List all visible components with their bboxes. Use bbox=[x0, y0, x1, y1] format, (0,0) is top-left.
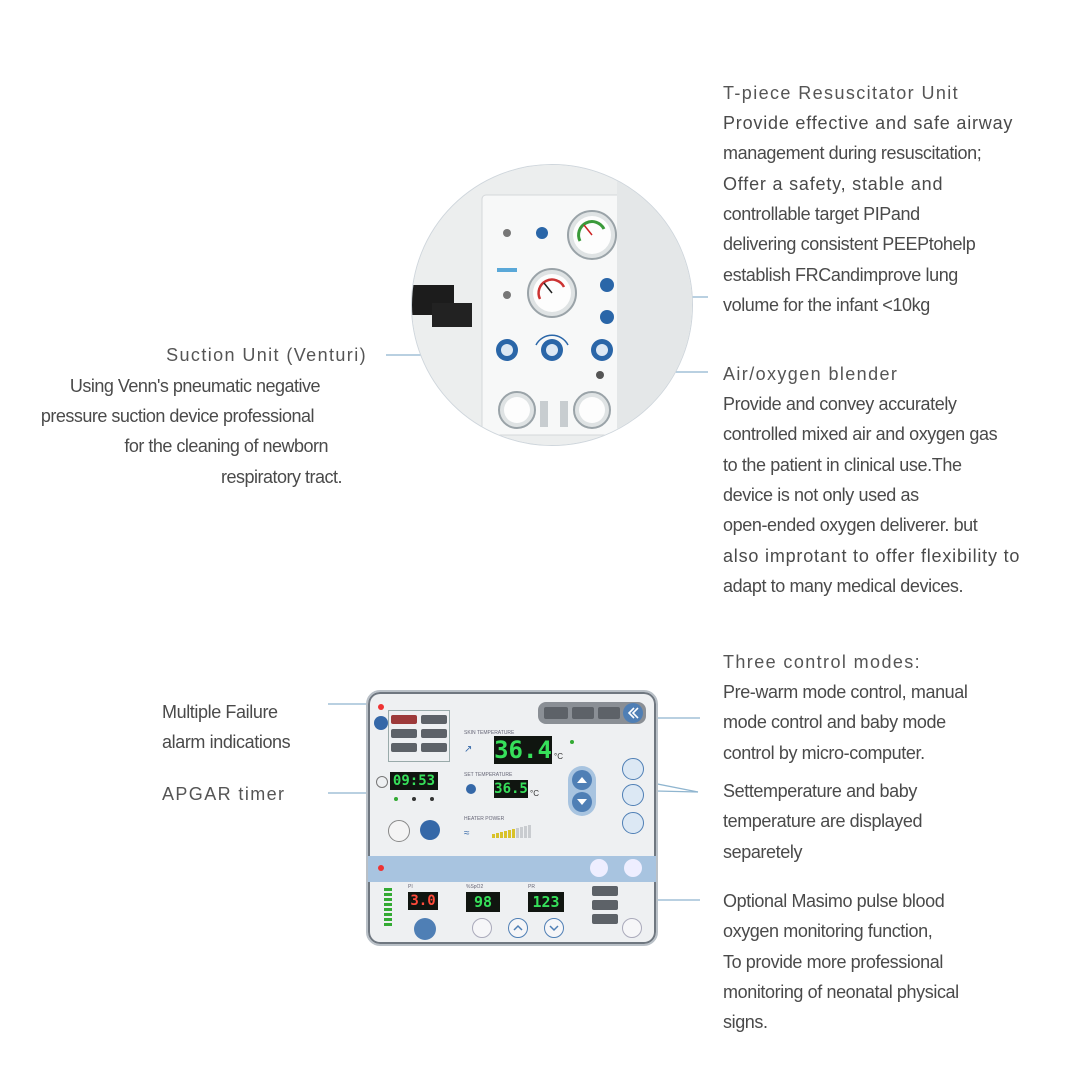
timer-start-button[interactable] bbox=[420, 820, 440, 840]
heater-icon: ≈ bbox=[464, 828, 470, 839]
temp-adjust-pad bbox=[568, 766, 596, 816]
heater-power-segment bbox=[504, 831, 507, 838]
modes-line-2: mode control and baby mode bbox=[723, 712, 946, 732]
tpiece-heading: T-piece Resuscitator Unit bbox=[723, 83, 960, 103]
suction-line-3: for the cleaning of newborn bbox=[124, 436, 328, 456]
alarm-led bbox=[378, 704, 384, 710]
spo2-power-button[interactable] bbox=[414, 918, 436, 940]
tpiece-line-4: controllable target PIPand bbox=[723, 204, 920, 224]
modes-heading: Three control modes: bbox=[723, 652, 922, 672]
spo2-menu-button[interactable] bbox=[622, 918, 642, 938]
spo2-alarm-icon[interactable] bbox=[590, 859, 608, 877]
modes-line-1: Pre-warm mode control, manual bbox=[723, 682, 968, 702]
suction-line-4: respiratory tract. bbox=[220, 467, 343, 487]
resuscitator-illustration bbox=[412, 165, 692, 445]
heater-power-segment bbox=[516, 828, 519, 838]
tpiece-line-7: volume for the infant <10kg bbox=[723, 295, 930, 315]
alarm-line-1: Multiple Failure bbox=[162, 702, 278, 722]
blender-line-4: device is not only used as bbox=[723, 485, 919, 505]
blender-line-5: open-ended oxygen deliverer. but bbox=[723, 515, 978, 535]
tpiece-line-3: Offer a safety, stable and bbox=[723, 174, 944, 194]
signal-strength-bar bbox=[384, 888, 392, 928]
spo2-header-band bbox=[368, 856, 656, 882]
prewarm-mode-button[interactable] bbox=[544, 707, 568, 719]
spo2-up-button[interactable] bbox=[508, 918, 528, 938]
alarm-indicator-box bbox=[388, 710, 450, 762]
tpiece-line-5: delivering consistent PEEPtohelp bbox=[723, 234, 976, 254]
spo2-mode-button[interactable] bbox=[592, 886, 618, 896]
blender-heading: Air/oxygen blender bbox=[723, 364, 899, 384]
spo2-settings-icon[interactable] bbox=[624, 859, 642, 877]
suction-line-2: pressure suction device professional bbox=[40, 406, 315, 426]
set-temp-icon bbox=[466, 784, 476, 794]
heater-power-segment bbox=[500, 832, 503, 838]
suction-line-1: Using Venn's pneumatic negative bbox=[69, 376, 321, 396]
skin-temp-unit: °C bbox=[554, 752, 563, 761]
blender-line-1: Provide and convey accurately bbox=[723, 394, 957, 414]
heater-power-segment bbox=[492, 834, 495, 838]
lock-icon[interactable] bbox=[622, 812, 644, 834]
apgar-timer-display: 09:53 bbox=[390, 772, 438, 790]
manual-mode-button[interactable] bbox=[572, 707, 594, 719]
temperature-line-3: separetely bbox=[723, 842, 803, 862]
heater-power-bar bbox=[492, 825, 532, 838]
blender-line-7: adapt to many medical devices. bbox=[723, 576, 964, 596]
heater-power-segment bbox=[508, 830, 511, 838]
spo2-down-button[interactable] bbox=[544, 918, 564, 938]
masimo-line-1: Optional Masimo pulse blood bbox=[723, 891, 945, 911]
masimo-line-2: oxygen monitoring function, bbox=[723, 921, 933, 941]
masimo-line-5: signs. bbox=[723, 1012, 768, 1032]
alarm-mute-icon[interactable] bbox=[374, 716, 388, 730]
temp-down-button[interactable] bbox=[572, 792, 592, 812]
set-temp-unit: °C bbox=[530, 789, 539, 798]
pi-display: 3.0 bbox=[408, 892, 438, 910]
sensitivity-button[interactable] bbox=[592, 914, 618, 924]
resuscitator-photo bbox=[411, 164, 693, 446]
collapse-icon[interactable] bbox=[623, 703, 643, 723]
control-panel: 09:53 SKIN TEMPERATURE ↗ 36.4 °C SET TEM… bbox=[366, 690, 658, 946]
heater-power-segment bbox=[512, 829, 515, 838]
skin-temperature-display: 36.4 bbox=[494, 736, 552, 764]
suction-heading: Suction Unit (Venturi) bbox=[166, 345, 367, 365]
heater-power-segment bbox=[496, 833, 499, 838]
alarm-settings-icon[interactable] bbox=[622, 758, 644, 780]
blender-line-2: controlled mixed air and oxygen gas bbox=[723, 424, 998, 444]
alarm-line-2: alarm indications bbox=[162, 732, 291, 752]
spo2-display: 98 bbox=[466, 892, 500, 912]
heater-power-segment bbox=[524, 826, 527, 838]
timer-mode-button[interactable] bbox=[388, 820, 410, 842]
pr-display: 123 bbox=[528, 892, 564, 912]
heater-power-segment bbox=[520, 827, 523, 838]
heater-power-segment bbox=[528, 825, 531, 838]
tpiece-line-6: establish FRCandimprove lung bbox=[723, 265, 958, 285]
averaging-button[interactable] bbox=[592, 900, 618, 910]
masimo-line-4: monitoring of neonatal physical bbox=[723, 982, 959, 1002]
set-temperature-display: 36.5 bbox=[494, 780, 528, 798]
mode-select-icon[interactable] bbox=[622, 784, 644, 806]
temperature-line-1: Settemperature and baby bbox=[723, 781, 917, 801]
clock-icon bbox=[376, 776, 388, 788]
tpiece-line-2: management during resuscitation; bbox=[723, 143, 982, 163]
temperature-line-2: temperature are displayed bbox=[723, 811, 923, 831]
modes-line-3: control by micro-computer. bbox=[723, 743, 925, 763]
skin-temp-icon: ↗ bbox=[464, 744, 473, 755]
masimo-line-3: To provide more professional bbox=[723, 952, 943, 972]
tpiece-line-1: Provide effective and safe airway bbox=[723, 113, 1014, 133]
blender-line-6: also improtant to offer flexibility to bbox=[723, 546, 1021, 566]
temp-up-button[interactable] bbox=[572, 770, 592, 790]
blender-line-3: to the patient in clinical use.The bbox=[723, 455, 962, 475]
spo2-left-button[interactable] bbox=[472, 918, 492, 938]
apgar-heading: APGAR timer bbox=[162, 784, 286, 804]
baby-mode-button[interactable] bbox=[598, 707, 620, 719]
